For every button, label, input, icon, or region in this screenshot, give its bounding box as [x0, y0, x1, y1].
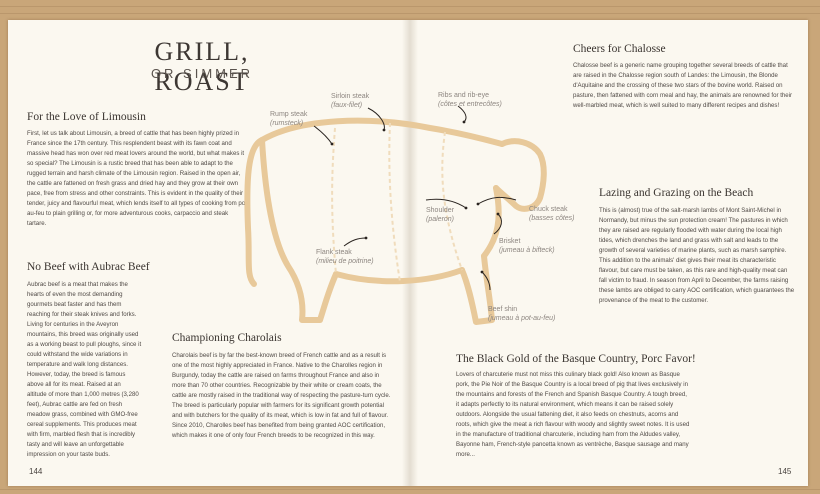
page-number-right: 145 — [778, 467, 792, 476]
page-title: GRILL, ROAST — [154, 37, 250, 96]
arrow-heads — [330, 120, 500, 274]
section-body-limousin: First, let us talk about Limousin, a bre… — [27, 130, 249, 227]
book-gutter — [402, 20, 418, 486]
section-body-beach: This is (almost) true of the salt-marsh … — [599, 207, 795, 304]
section-body-chalosse: Chalosse beef is a generic name grouping… — [573, 62, 793, 109]
cut-label-shoulder: Shoulder(paleron) — [426, 207, 455, 223]
section-heading-aubrac: No Beef with Aubrac Beef — [27, 261, 150, 273]
section-body-basque: Lovers of charcuterie must not miss this… — [456, 371, 690, 458]
section-heading-limousin: For the Love of Limousin — [27, 111, 146, 123]
cut-label-sirloin: Sirloin steak(faux-filet) — [331, 93, 370, 109]
cut-label-flank: Flank steak(milieu de poitrine) — [316, 249, 374, 265]
section-body-aubrac: Aubrac beef is a meat that makes the hea… — [27, 281, 142, 458]
cow-outline — [244, 117, 547, 325]
cut-label-shin: Beef shin(jumeau à pot-au-feu) — [488, 306, 556, 322]
cut-label-rump: Rump steak(rumsteck) — [270, 111, 308, 127]
page-number-left: 144 — [29, 467, 43, 476]
section-heading-beach: Lazing and Grazing on the Beach — [599, 187, 754, 199]
page-subtitle: OR SIMMER — [150, 66, 254, 81]
cut-lines — [331, 122, 463, 283]
cut-label-brisket: Brisket(jumeau à bifteck) — [499, 238, 555, 254]
book-spread — [8, 20, 808, 486]
cut-label-chuck: Chuck steak(basses côtes) — [529, 206, 575, 222]
section-body-charolais: Charolais beef is by far the best-known … — [172, 352, 391, 439]
cut-label-ribs: Ribs and rib-eye(côtes et entrecôtes) — [438, 92, 502, 108]
section-heading-charolais: Championing Charolais — [172, 332, 282, 344]
section-heading-basque: The Black Gold of the Basque Country, Po… — [456, 353, 696, 365]
section-heading-chalosse: Cheers for Chalosse — [573, 43, 666, 55]
beef-cuts-diagram — [244, 105, 547, 325]
cut-arrows — [313, 105, 517, 291]
